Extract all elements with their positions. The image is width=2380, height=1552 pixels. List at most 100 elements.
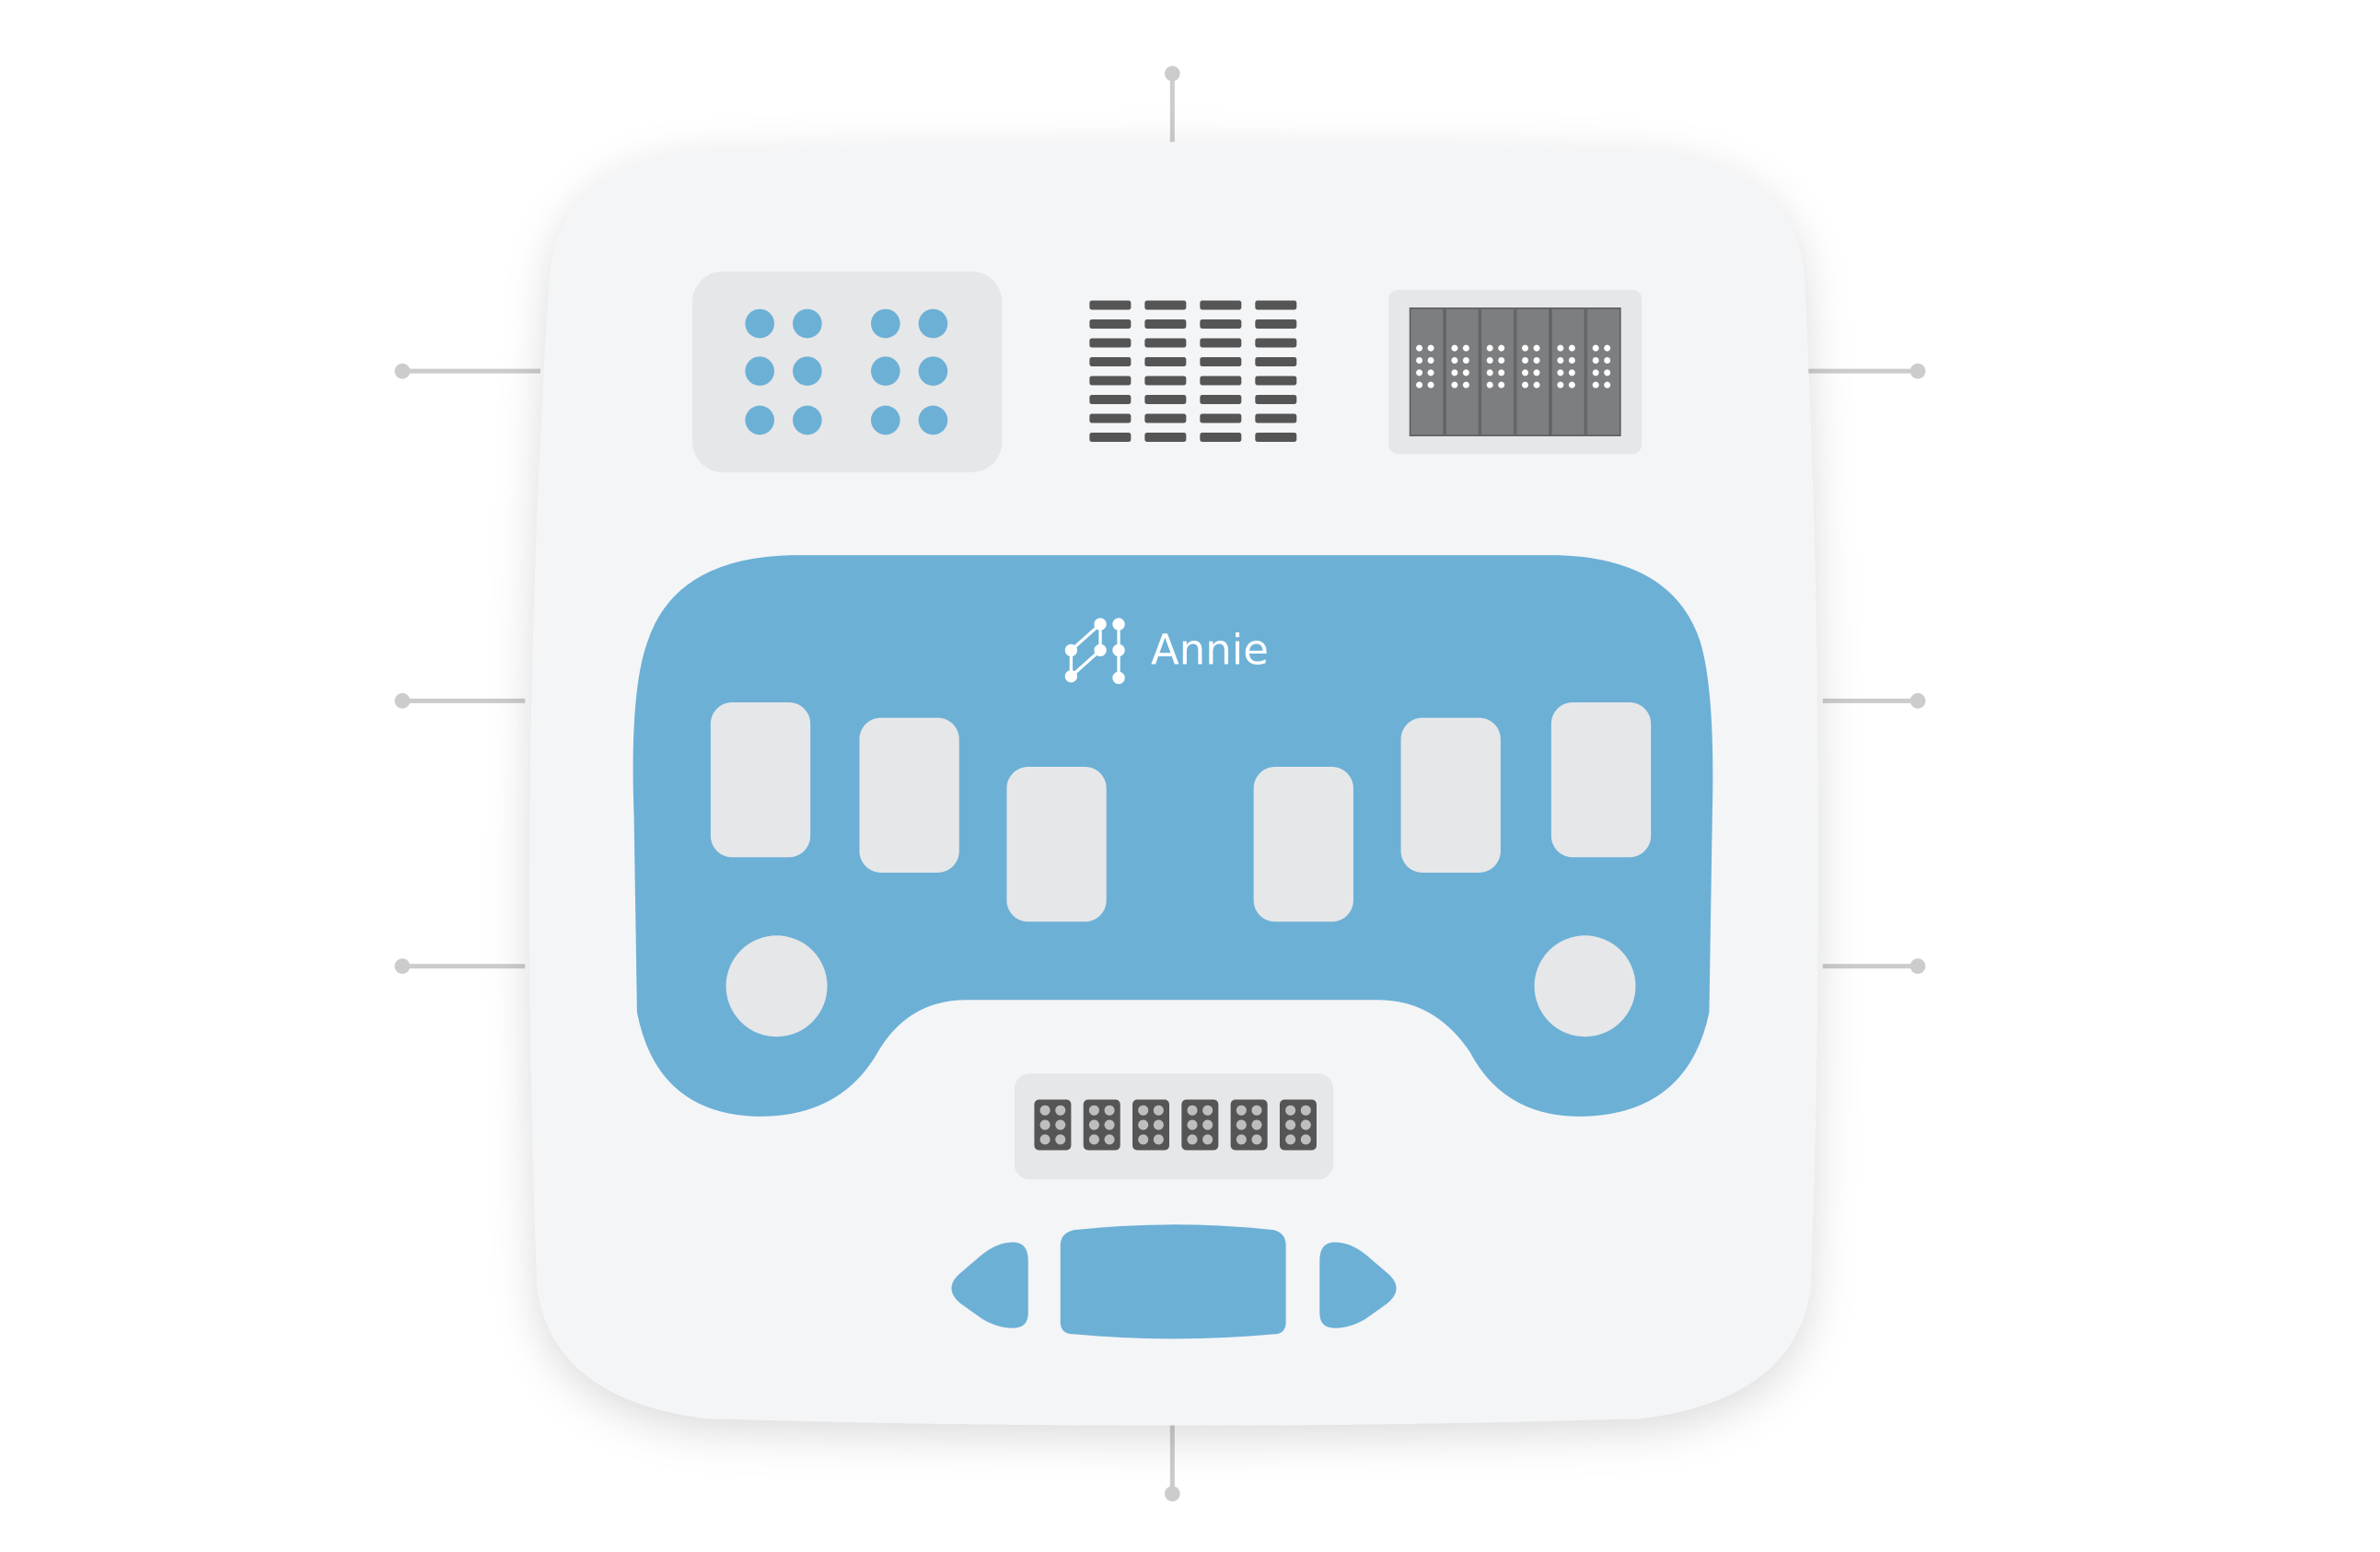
display-dot: [1462, 369, 1469, 376]
display-dot: [1498, 381, 1505, 388]
display-dot: [1557, 369, 1564, 376]
strip-dot: [1088, 1105, 1099, 1116]
display-dot: [1486, 381, 1493, 388]
grille-slot: [1144, 319, 1187, 330]
display-dot: [1498, 344, 1505, 352]
brand: Annie: [1064, 618, 1269, 685]
display-dot: [1557, 357, 1564, 365]
grille-slot: [1200, 432, 1242, 442]
strip-dot: [1138, 1105, 1149, 1116]
nav-right-button[interactable]: [1319, 1242, 1397, 1328]
display-dot: [1592, 369, 1599, 376]
grille-slot: [1089, 394, 1132, 404]
round-button-right[interactable]: [1534, 935, 1636, 1037]
display-dot: [1522, 369, 1529, 376]
connector-top: [1165, 65, 1180, 145]
nav-left-button[interactable]: [951, 1242, 1028, 1328]
strip-cell: [1132, 1099, 1170, 1151]
display-cell: [1585, 307, 1621, 436]
display-dot: [1451, 344, 1458, 352]
grille-slot: [1089, 338, 1132, 348]
braille-keys: [710, 702, 1652, 922]
display-dot: [1522, 357, 1529, 365]
display-dot: [1533, 369, 1540, 376]
strip-dot: [1055, 1119, 1066, 1130]
strip-dot: [1153, 1105, 1164, 1116]
strip-dot: [1104, 1134, 1115, 1145]
display-dot: [1604, 357, 1611, 365]
strip-cell: [1230, 1099, 1268, 1151]
grille-slot: [1144, 432, 1187, 442]
display-dot: [1462, 344, 1469, 352]
strip-dot: [1251, 1119, 1262, 1130]
grille-slot: [1255, 394, 1297, 404]
grille-slot: [1255, 413, 1297, 423]
braille-key-3[interactable]: [1006, 767, 1107, 922]
round-button-left[interactable]: [726, 935, 828, 1037]
braille-dot: [745, 356, 775, 387]
grille-slot: [1255, 376, 1297, 386]
grille-slot: [1255, 357, 1297, 367]
display-dot: [1462, 381, 1469, 388]
grille-slot: [1144, 413, 1187, 423]
braille-dot: [918, 356, 948, 387]
braille-strip: [1014, 1073, 1334, 1180]
braille-dot: [793, 308, 822, 339]
braille-key-1[interactable]: [710, 702, 811, 858]
display-dot: [1592, 344, 1599, 352]
braille-key-2[interactable]: [859, 717, 959, 873]
display-dot: [1427, 344, 1434, 352]
grille-slot: [1089, 376, 1132, 386]
strip-dot: [1285, 1119, 1296, 1130]
connector-right-1: [1807, 363, 1926, 379]
grille-slot: [1144, 357, 1187, 367]
grille-slot: [1089, 413, 1132, 423]
grille-slot: [1144, 338, 1187, 348]
display-dot: [1557, 344, 1564, 352]
display-dot: [1522, 344, 1529, 352]
nav-select-button[interactable]: [1060, 1224, 1286, 1339]
strip-dot: [1104, 1105, 1115, 1116]
display-dot: [1533, 344, 1540, 352]
strip-cell: [1034, 1099, 1072, 1151]
braille-display-icon: [1409, 307, 1621, 436]
strip-dot: [1039, 1119, 1051, 1130]
grille-slot: [1200, 413, 1242, 423]
connector-bottom: [1165, 1423, 1180, 1502]
braille-key-4[interactable]: [1253, 767, 1353, 922]
strip-dot: [1236, 1105, 1247, 1116]
grille-slot: [1200, 319, 1242, 330]
grille-slot: [1089, 300, 1132, 310]
display-dot: [1498, 357, 1505, 365]
strip-dot: [1039, 1134, 1051, 1145]
braille-display: [1388, 289, 1643, 455]
display-dot: [1486, 369, 1493, 376]
strip-dot: [1285, 1134, 1296, 1145]
display-dot: [1498, 369, 1505, 376]
strip-dot: [1202, 1134, 1213, 1145]
display-cell: [1550, 307, 1586, 436]
speaker-grille-icon: [1089, 300, 1297, 442]
strip-dot: [1202, 1105, 1213, 1116]
display-dot: [1427, 369, 1434, 376]
annie-logo-icon: [1064, 618, 1125, 685]
brand-label: Annie: [1151, 625, 1269, 674]
display-dot: [1592, 381, 1599, 388]
braille-dot: [918, 405, 948, 435]
braille-key-6[interactable]: [1550, 702, 1652, 858]
braille-dot: [793, 356, 822, 387]
braille-strip-icon: [1034, 1099, 1317, 1151]
connectors: [394, 65, 1926, 1502]
strip-dot: [1300, 1119, 1311, 1130]
display-dot: [1604, 369, 1611, 376]
display-dot: [1533, 357, 1540, 365]
display-dot: [1416, 344, 1423, 352]
braille-key-5[interactable]: [1400, 717, 1501, 873]
strip-dot: [1187, 1105, 1198, 1116]
strip-dot: [1039, 1105, 1051, 1116]
strip-cell: [1083, 1099, 1120, 1151]
strip-dot: [1236, 1134, 1247, 1145]
strip-dot: [1104, 1119, 1115, 1130]
strip-dot: [1251, 1134, 1262, 1145]
controller-pad: [633, 555, 1713, 1117]
